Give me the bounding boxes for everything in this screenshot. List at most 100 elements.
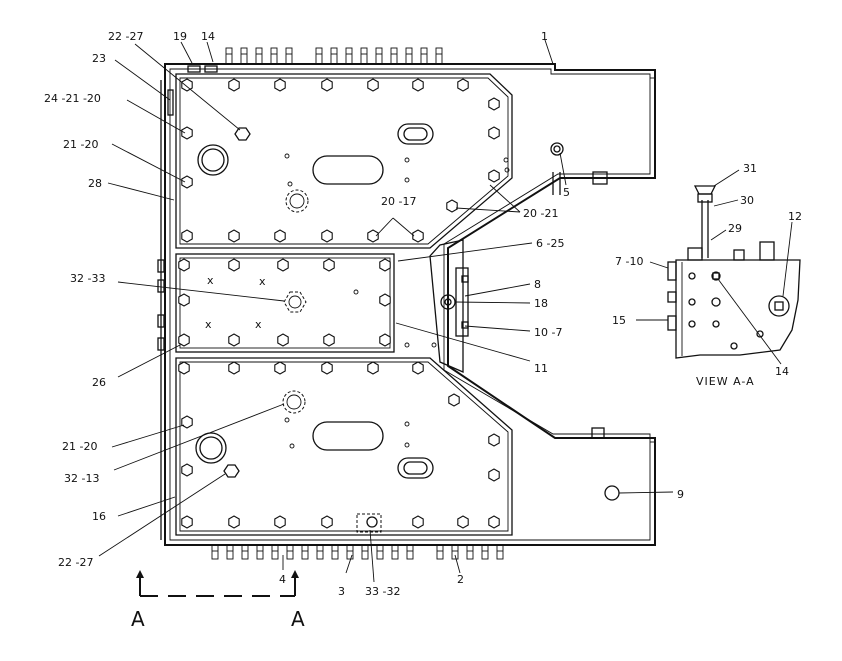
callout-33-32: 33 -32 (365, 585, 400, 598)
callout-29: 29 (728, 222, 742, 235)
stud-icon (375, 47, 383, 65)
bolt-icon (277, 333, 289, 347)
bolt-icon (488, 126, 500, 140)
callout-21-20-top: 21 -20 (63, 138, 98, 151)
bolt-icon (321, 515, 333, 529)
hole-icon (431, 342, 437, 348)
stud-icon (301, 544, 309, 560)
callout-20-21: 20 -21 (523, 207, 558, 220)
bolt-icon (178, 361, 190, 375)
callout-22-27-top: 22 -27 (108, 30, 143, 43)
callout-14-top: 14 (201, 30, 215, 43)
hole-icon (353, 289, 359, 295)
x-mark: x (207, 274, 214, 287)
left-side-clips (157, 65, 218, 540)
callout-9: 9 (677, 488, 684, 501)
callout-16: 16 (92, 510, 106, 523)
stud-icon (226, 544, 234, 560)
callout-19: 19 (173, 30, 187, 43)
bolt-icon (412, 229, 424, 243)
bottom-cover-plate (175, 357, 513, 536)
callout-1: 1 (541, 30, 548, 43)
bolt-icon (181, 175, 193, 189)
stud-icon (451, 544, 459, 560)
view-title: VIEW A-A (696, 375, 755, 388)
hole-icon (287, 181, 293, 187)
callout-5: 5 (563, 186, 570, 199)
small-holes (284, 153, 510, 449)
x-mark: x (259, 275, 266, 288)
hole-icon (503, 157, 509, 163)
callout-8: 8 (534, 278, 541, 291)
bolt-icon (228, 229, 240, 243)
stud-icon (286, 544, 294, 560)
stud-icon (405, 47, 413, 65)
perimeter-bolts (178, 78, 500, 529)
callout-4: 4 (279, 573, 286, 586)
bolt-icon (178, 333, 190, 347)
callout-24-21-20: 24 -21 -20 (44, 92, 101, 105)
stud-icon (345, 47, 353, 65)
stud-icon (270, 47, 278, 65)
stud-icon (240, 47, 248, 65)
leader-lines (98, 39, 793, 583)
stud-icon (225, 47, 233, 65)
bolt-icon (321, 361, 333, 375)
callout-32-13: 32 -13 (64, 472, 99, 485)
view-a-a-detail: VIEW A-A (667, 185, 801, 388)
bolt-icon (228, 515, 240, 529)
bolt-icon (228, 361, 240, 375)
stud-icon (420, 47, 428, 65)
hole-icon (404, 157, 410, 163)
stud-icon (211, 544, 219, 560)
bolt-icon (379, 258, 391, 272)
bolt-icon (228, 333, 240, 347)
stud-icon (330, 47, 338, 65)
hole-icon (504, 167, 510, 173)
stud-icon (496, 544, 504, 560)
callout-2: 2 (457, 573, 464, 586)
bolt-icon (277, 258, 289, 272)
bolt-icon (488, 468, 500, 482)
bolt-icon (274, 229, 286, 243)
x-marks: x x x x (205, 274, 266, 331)
bolt-icon (323, 333, 335, 347)
stud-icon (315, 47, 323, 65)
stud-icon (271, 544, 279, 560)
callout-21-20-bottom: 21 -20 (62, 440, 97, 453)
x-mark: x (205, 318, 212, 331)
top-studs (225, 47, 443, 65)
callout-22-27-bottom: 22 -27 (58, 556, 93, 569)
hole-icon (404, 177, 410, 183)
hole-icon (404, 342, 410, 348)
callout-18: 18 (534, 297, 548, 310)
callout-28: 28 (88, 177, 102, 190)
bolt-icon (367, 361, 379, 375)
bolt-icon (379, 293, 391, 307)
section-indicator: A A (131, 570, 305, 631)
bolt-icon (321, 229, 333, 243)
bolt-icon (228, 78, 240, 92)
bolt-icon (488, 515, 500, 529)
stud-icon (435, 47, 443, 65)
stud-icon (331, 544, 339, 560)
bolt-icon (181, 463, 193, 477)
bolt-icon (181, 515, 193, 529)
bolt-icon (412, 515, 424, 529)
bolt-icon (274, 78, 286, 92)
stud-icon (406, 544, 414, 560)
callout-7-10: 7 -10 (615, 255, 643, 268)
stud-icon (390, 47, 398, 65)
callout-31: 31 (743, 162, 757, 175)
bolt-icon (457, 78, 469, 92)
bolt-icon (321, 78, 333, 92)
top-cover-plate (175, 73, 513, 249)
section-label-right: A (291, 607, 305, 631)
callout-15: 15 (612, 314, 626, 327)
stud-icon (481, 544, 489, 560)
bolt-icon (181, 229, 193, 243)
callout-23: 23 (92, 52, 106, 65)
callout-30: 30 (740, 194, 754, 207)
x-mark: x (255, 318, 262, 331)
